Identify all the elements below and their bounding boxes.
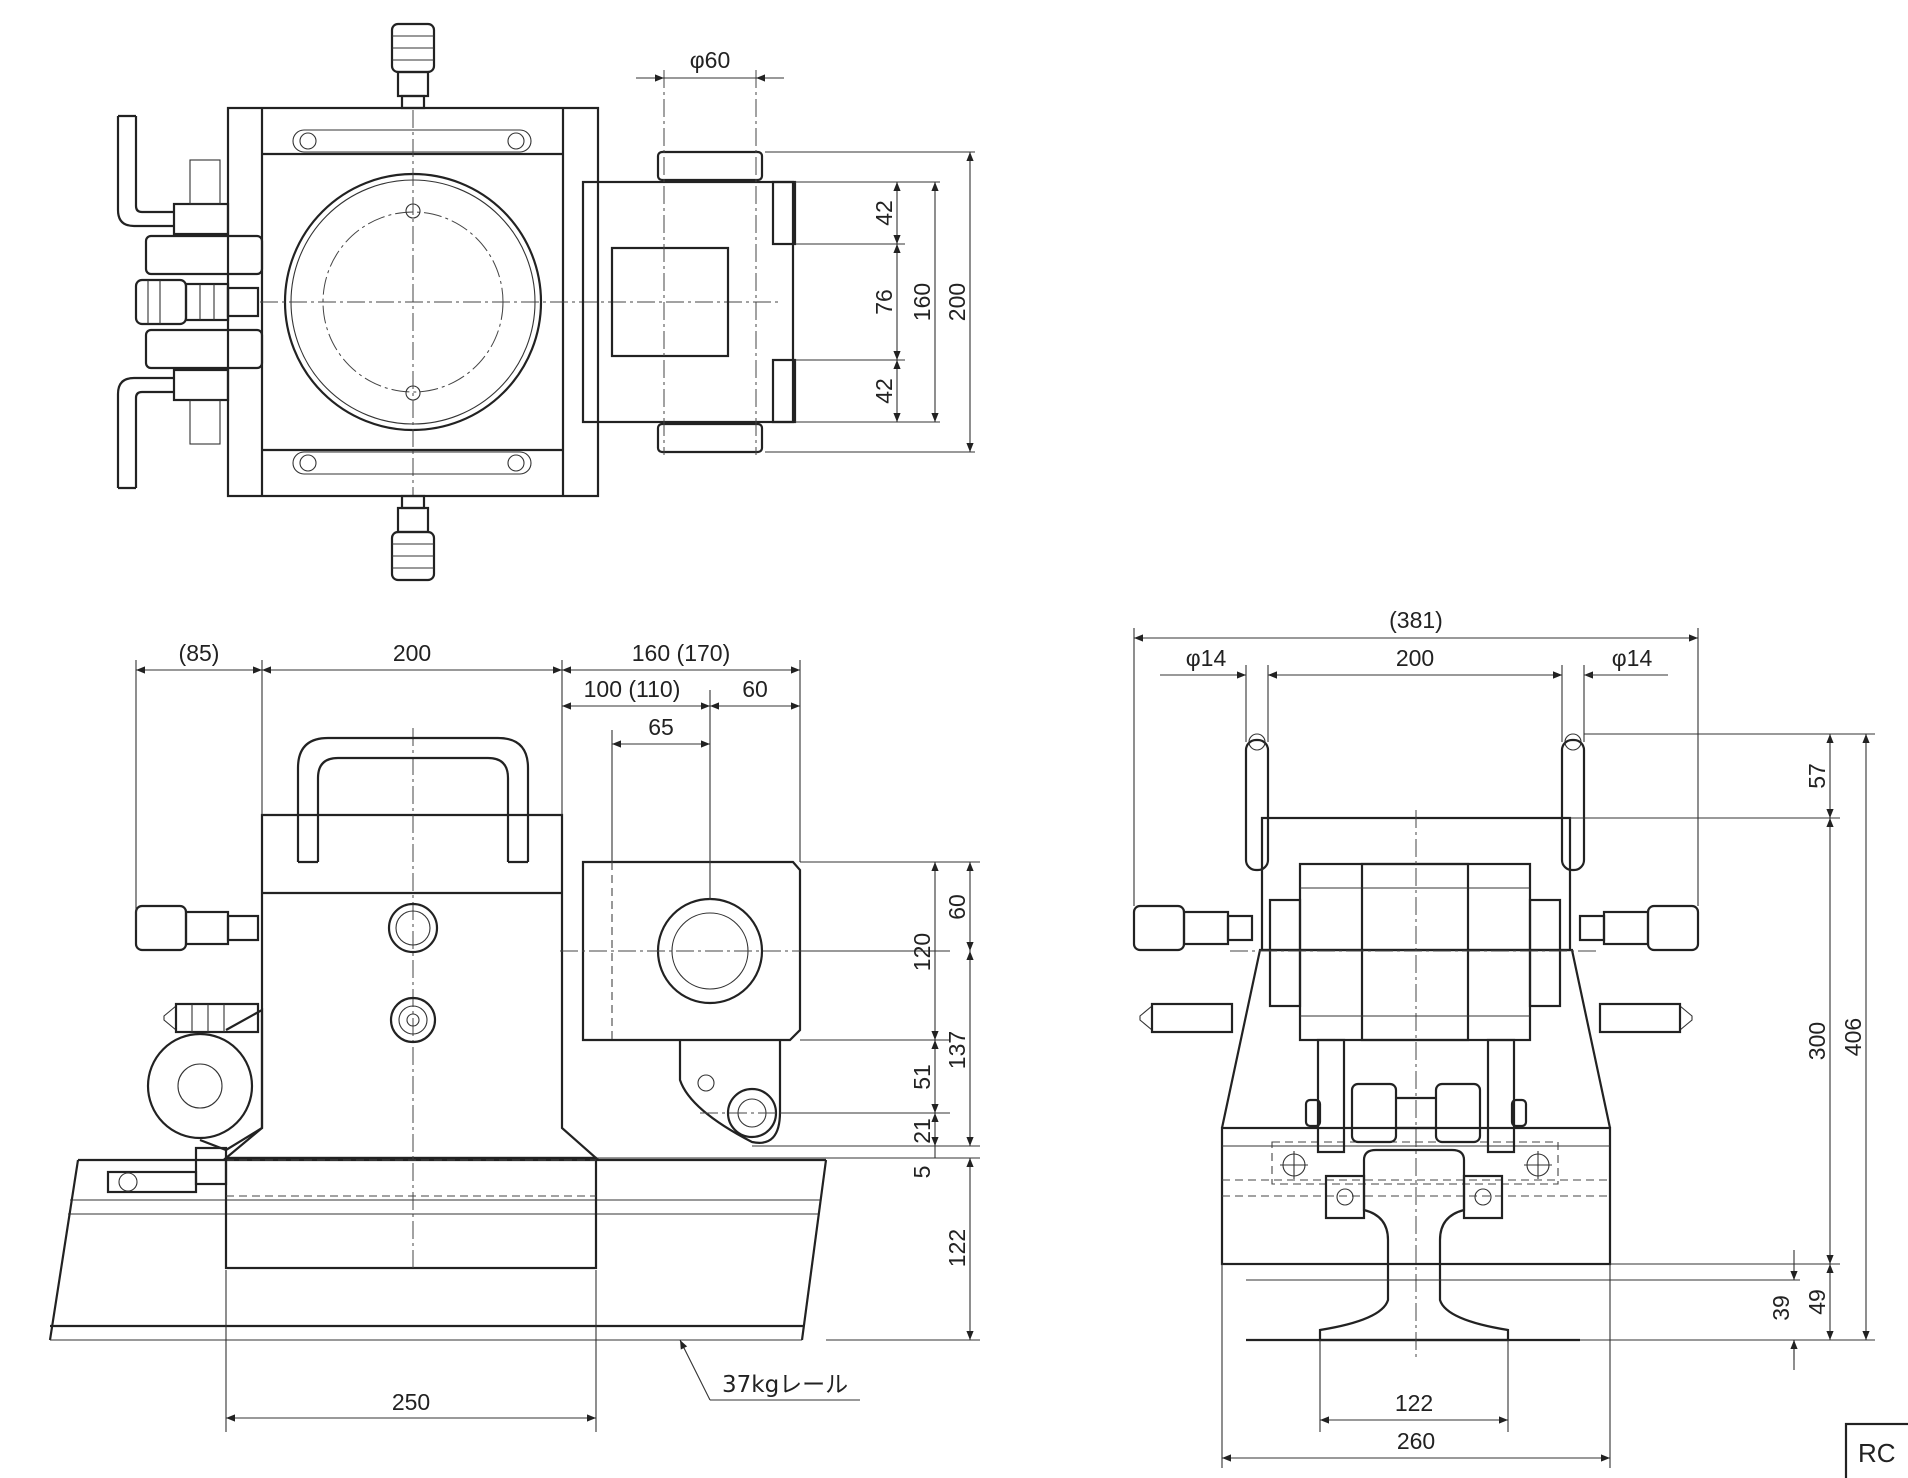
rail-label: 37kgレール [722, 1372, 848, 1398]
dim-137: 137 [944, 1031, 970, 1069]
dim-160: 160 [909, 283, 935, 321]
dim-49: 49 [1804, 1289, 1830, 1315]
dim-85: (85) [179, 640, 220, 666]
dim-200-side: 200 [1396, 645, 1434, 671]
dim-120: 120 [909, 933, 935, 971]
dim-phi60: φ60 [690, 47, 731, 73]
dim-250: 250 [392, 1389, 430, 1415]
dim-76: 76 [871, 289, 897, 315]
front-view-dimensions: (85) 200 160 (170) 100 (110) 60 65 120 6… [135, 640, 980, 1432]
dim-39: 39 [1768, 1295, 1794, 1321]
dim-122-front: 122 [944, 1229, 970, 1267]
dim-phi14-right: φ14 [1612, 645, 1653, 671]
side-view-dimensions: (381) φ14 200 φ14 57 300 406 39 49 [1133, 607, 1875, 1468]
dim-100-110: 100 (110) [584, 676, 681, 702]
title-block: RC [1844, 1422, 1908, 1478]
dim-406: 406 [1840, 1018, 1866, 1056]
dim-42-top: 42 [871, 200, 897, 226]
top-view-dimensions: φ60 42 76 42 160 200 [636, 47, 975, 453]
front-view [48, 728, 830, 1341]
dim-57: 57 [1804, 763, 1830, 789]
dim-65: 65 [648, 714, 674, 740]
dim-phi14-left: φ14 [1186, 645, 1227, 671]
dim-21: 21 [909, 1118, 935, 1144]
dim-260: 260 [1397, 1428, 1435, 1454]
top-view [116, 22, 797, 582]
dim-200-front: 200 [393, 640, 431, 666]
dim-60-top: 60 [742, 676, 768, 702]
dim-60-side: 60 [944, 894, 970, 920]
dim-200: 200 [944, 283, 970, 321]
dim-160-170: 160 (170) [632, 640, 730, 666]
drawing-code: RC [1858, 1438, 1896, 1468]
dim-122-side: 122 [1395, 1390, 1433, 1416]
side-view [1132, 733, 1700, 1360]
dim-51: 51 [909, 1064, 935, 1090]
dim-42-bottom: 42 [871, 378, 897, 404]
dim-5: 5 [909, 1166, 935, 1179]
dim-300: 300 [1804, 1022, 1830, 1060]
dim-381: (381) [1389, 607, 1443, 633]
